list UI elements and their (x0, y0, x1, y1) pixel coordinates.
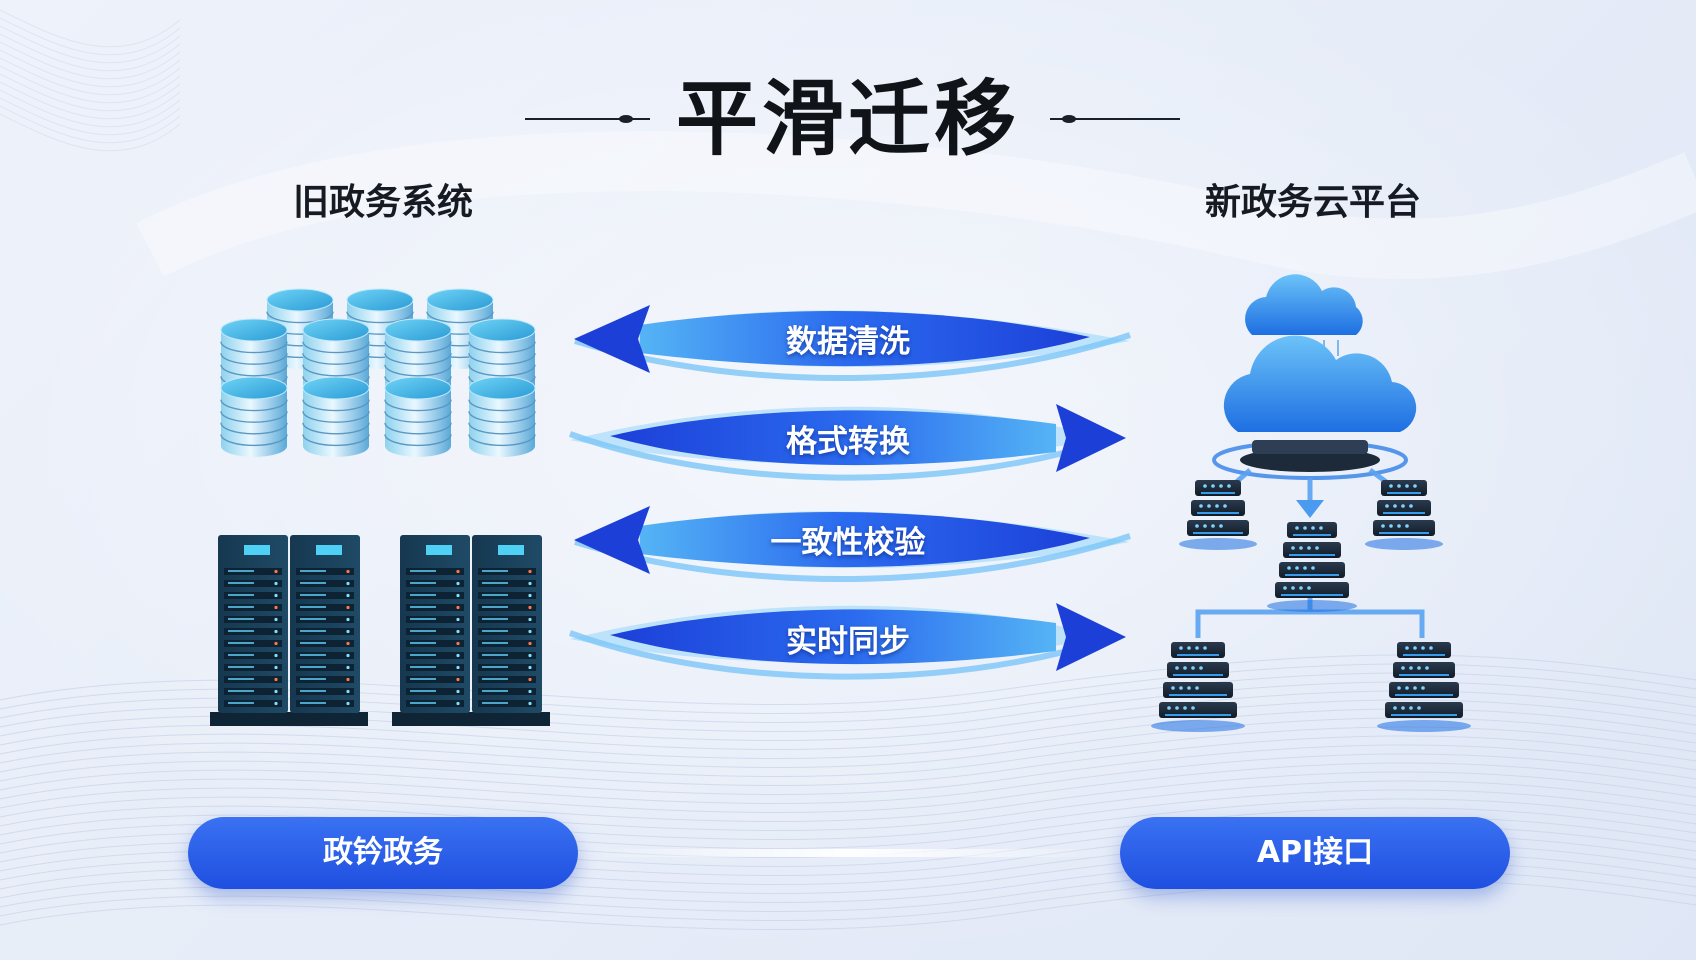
api-interface-button[interactable]: API接口 (1120, 817, 1510, 889)
flow-label-data-cleaning: 数据清洗 (786, 324, 910, 360)
server-rack-icon (210, 535, 550, 726)
new-platform-label: 新政务云平台 (1204, 182, 1421, 223)
flow-label-consistency-check: 一致性校验 (770, 525, 926, 561)
title-rule-dot (1062, 115, 1076, 123)
legacy-system-button[interactable]: 政钤政务 (188, 817, 578, 889)
title-rule-left (525, 115, 650, 123)
old-system-label: 旧政务系统 (292, 182, 473, 223)
flow-arrows (568, 305, 1131, 680)
database-cluster-icon (220, 288, 536, 457)
server-node-icons (1151, 480, 1471, 732)
page-title: 平滑迁移 (675, 72, 1020, 167)
cloud-icon (1223, 274, 1417, 432)
title-rule-dot (619, 115, 633, 123)
flow-label-format-conversion: 格式转换 (786, 424, 910, 460)
title-rule-right (1050, 115, 1180, 123)
flow-label-realtime-sync: 实时同步 (786, 624, 910, 660)
button-connector (578, 849, 1118, 857)
